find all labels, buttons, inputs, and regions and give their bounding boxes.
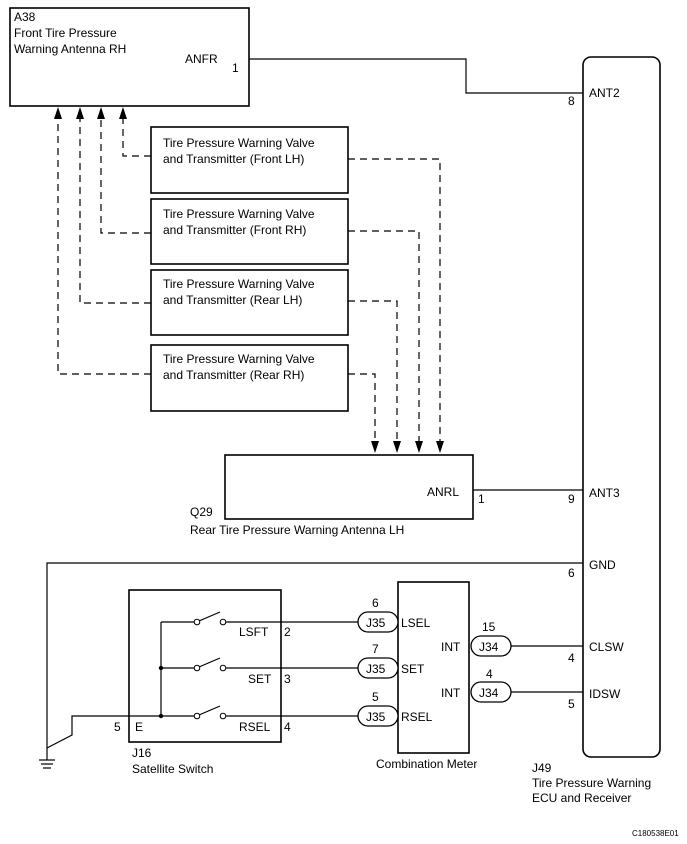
- satellite-pin-lsft-number: 2: [284, 625, 291, 639]
- front-antenna-box: [9, 7, 250, 107]
- transmitter-front-rh-line2: and Transmitter (Front RH): [163, 223, 306, 237]
- transmitter-front-rh-box: [150, 198, 349, 265]
- connector-j34-clsw-label: J34: [479, 640, 499, 654]
- meter-pin-int-2-label: INT: [441, 686, 461, 700]
- satellite-pin-set-label: SET: [248, 672, 272, 686]
- connector-j35-lsel-label: J35: [366, 616, 386, 630]
- connector-j35-set: [357, 657, 399, 679]
- meter-pin-lsel-label: LSEL: [401, 616, 431, 630]
- rear-antenna-pin-label: ANRL: [427, 485, 459, 499]
- transmitter-rear-rh-line1: Tire Pressure Warning Valve: [163, 352, 315, 366]
- ecu-pin-gnd-number: 6: [568, 566, 575, 580]
- switch-lsft-contact-left: [193, 618, 201, 626]
- connector-j35-rsel: [357, 705, 399, 727]
- meter-pin-rsel-label: RSEL: [401, 710, 433, 724]
- satellite-pin-e-label: E: [135, 720, 143, 734]
- satellite-pin-rsel-label: RSEL: [239, 720, 271, 734]
- wire-anfr-ant2: [249, 58, 583, 94]
- transmitter-rear-lh-line2: and Transmitter (Rear LH): [163, 293, 302, 307]
- signal-rear-lh-to-rear-antenna: [348, 300, 398, 441]
- wire-gnd: [46, 562, 583, 760]
- front-antenna-pin-number: 1: [232, 61, 239, 75]
- meter-pin-set-number: 7: [372, 642, 379, 656]
- rear-antenna-name: Rear Tire Pressure Warning Antenna LH: [190, 523, 404, 537]
- transmitter-rear-rh-box: [150, 344, 349, 412]
- rear-antenna-code: Q29: [190, 505, 213, 519]
- front-antenna-name-line2: Warning Antenna RH: [14, 42, 126, 56]
- arrow-down-rear-lh: [393, 441, 401, 453]
- satellite-switch-code: J16: [132, 746, 152, 760]
- switch-rsel-contact-left: [193, 712, 201, 720]
- arrow-down-front-lh: [436, 441, 444, 453]
- meter-pin-int-2-number: 4: [486, 667, 493, 681]
- ecu-pin-clsw-label: CLSW: [589, 640, 624, 654]
- arrow-up-rear-lh: [76, 107, 84, 119]
- ecu-name-line1: Tire Pressure Warning: [532, 776, 651, 790]
- signal-front-rh-to-front-antenna: [100, 118, 151, 234]
- satellite-pin-e-number: 5: [114, 720, 121, 734]
- arrow-up-rear-rh: [54, 107, 62, 119]
- transmitter-rear-lh-box: [150, 269, 349, 336]
- signal-front-lh-to-front-antenna: [122, 118, 151, 157]
- switch-lsft-contact-right: [219, 618, 227, 626]
- arrow-down-front-rh: [415, 441, 423, 453]
- connector-j35-set-label: J35: [366, 662, 386, 676]
- satellite-pin-set-number: 3: [284, 672, 291, 686]
- satellite-pin-rsel-number: 4: [284, 720, 291, 734]
- signal-rear-lh-to-front-antenna: [79, 118, 151, 304]
- ecu-pin-ant3-label: ANT3: [589, 486, 620, 500]
- front-antenna-code: A38: [14, 10, 36, 24]
- ecu-pin-ant3-number: 9: [568, 492, 575, 506]
- ecu-box: [582, 56, 661, 758]
- switch-lsft-lever: [198, 611, 221, 622]
- meter-pin-int-1-label: INT: [441, 640, 461, 654]
- switch-set-contact-right: [219, 664, 227, 672]
- connector-j34-idsw-label: J34: [479, 686, 499, 700]
- transmitter-front-lh-box: [150, 126, 349, 194]
- switch-rsel-contact-right: [219, 712, 227, 720]
- figure-code: C180538E01: [632, 829, 679, 838]
- ecu-pin-clsw-number: 4: [568, 651, 575, 665]
- transmitter-front-lh-line2: and Transmitter (Front LH): [163, 152, 304, 166]
- transmitter-front-lh-line1: Tire Pressure Warning Valve: [163, 136, 315, 150]
- switch-rsel-lever: [198, 705, 221, 716]
- connector-j35-lsel: [357, 611, 399, 633]
- combination-meter-name: Combination Meter: [376, 757, 477, 771]
- ecu-pin-idsw-label: IDSW: [589, 687, 621, 701]
- satellite-switch-name: Satellite Switch: [132, 762, 213, 776]
- connector-j35-rsel-label: J35: [366, 710, 386, 724]
- signal-rear-rh-to-front-antenna: [57, 118, 151, 375]
- meter-pin-int-1-number: 15: [482, 620, 496, 634]
- ecu-pin-idsw-number: 5: [568, 697, 575, 711]
- signal-front-lh-to-rear-antenna: [348, 158, 441, 441]
- ecu-code: J49: [532, 761, 552, 775]
- rear-antenna-pin-number: 1: [478, 492, 485, 506]
- wire-e-ground: [46, 715, 129, 749]
- front-antenna-pin-label: ANFR: [185, 52, 218, 66]
- satellite-switch-box: [128, 589, 282, 743]
- ecu-pin-gnd-label: GND: [589, 558, 616, 572]
- ecu-pin-ant2-label: ANT2: [589, 86, 620, 100]
- meter-pin-set-label: SET: [401, 662, 425, 676]
- transmitter-rear-rh-line2: and Transmitter (Rear RH): [163, 368, 304, 382]
- switch-set-lever: [198, 657, 221, 668]
- front-antenna-name-line1: Front Tire Pressure: [14, 26, 117, 40]
- ecu-pin-ant2-number: 8: [568, 94, 575, 108]
- combination-meter-box: [397, 581, 470, 754]
- rear-antenna-box: [224, 454, 474, 520]
- switch-set-contact-left: [193, 664, 201, 672]
- meter-pin-rsel-number: 5: [372, 690, 379, 704]
- arrow-up-front-lh: [119, 107, 127, 119]
- transmitter-front-rh-line1: Tire Pressure Warning Valve: [163, 207, 315, 221]
- meter-pin-lsel-number: 6: [372, 596, 379, 610]
- arrow-up-front-rh: [97, 107, 105, 119]
- satellite-pin-lsft-label: LSFT: [239, 625, 269, 639]
- arrow-down-rear-rh: [371, 441, 379, 453]
- signal-rear-rh-to-rear-antenna: [348, 373, 376, 441]
- signal-front-rh-to-rear-antenna: [348, 230, 420, 441]
- transmitter-rear-lh-line1: Tire Pressure Warning Valve: [163, 277, 315, 291]
- ecu-name-line2: ECU and Receiver: [532, 791, 631, 805]
